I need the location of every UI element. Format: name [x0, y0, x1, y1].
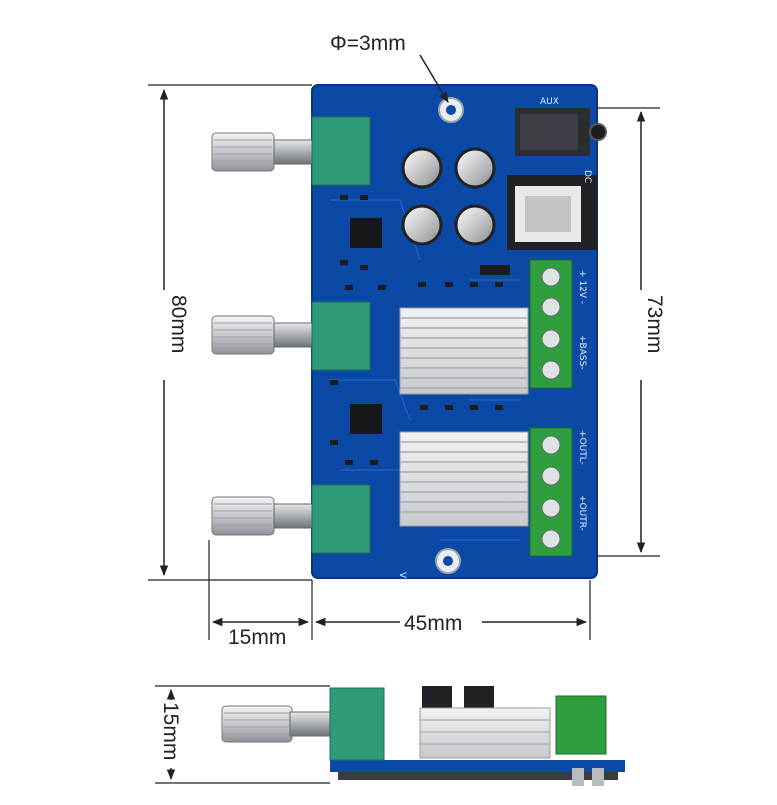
capacitor: [454, 204, 496, 246]
width-board-label: 45mm: [404, 612, 462, 635]
mounting-hole-bottom: [435, 548, 461, 574]
hole-diameter-callout: Φ=3mm: [330, 32, 449, 103]
dimension-height-total: 80mm: [148, 84, 312, 581]
aux-label: AUX: [540, 97, 559, 107]
dc-jack: [507, 175, 597, 250]
dc-label: DC: [582, 170, 592, 183]
mounting-hole: [438, 97, 464, 123]
height-total-label: 80mm: [167, 295, 190, 353]
dimension-height-terminal: 73mm: [597, 107, 666, 557]
dimension-thickness: 15mm: [155, 685, 330, 784]
version-label: V2: [397, 572, 407, 584]
outr-label: +OUTR-: [577, 495, 587, 531]
capacitor: [401, 147, 443, 189]
pcb-top-view: AUX DC: [211, 84, 607, 584]
dimension-widths: 15mm 45mm: [208, 540, 591, 649]
thickness-label: 15mm: [159, 702, 182, 760]
ic-chip: [350, 218, 382, 248]
potentiometer-bottom: [211, 484, 371, 554]
terminal-block-output: [529, 427, 573, 557]
height-terminal-label: 73mm: [643, 295, 666, 353]
potentiometer-top: [211, 116, 371, 186]
heatsink: [399, 431, 529, 527]
hole-diameter-label: Φ=3mm: [330, 32, 406, 55]
side-view: [221, 686, 625, 786]
aux-jack: [515, 108, 607, 156]
terminal-block-power-bass: [529, 259, 573, 389]
outl-label: +OUTL-: [577, 430, 587, 465]
potentiometer-middle: [211, 301, 371, 371]
width-knob-label: 15mm: [228, 626, 286, 649]
heatsink: [399, 307, 529, 395]
bass-label: +BASS-: [577, 335, 587, 370]
capacitor-group: [401, 147, 496, 246]
ic-chip: [350, 404, 382, 434]
smd-components: [330, 195, 510, 465]
capacitor: [401, 204, 443, 246]
power-label: + 12V -: [577, 270, 587, 304]
capacitor: [454, 147, 496, 189]
